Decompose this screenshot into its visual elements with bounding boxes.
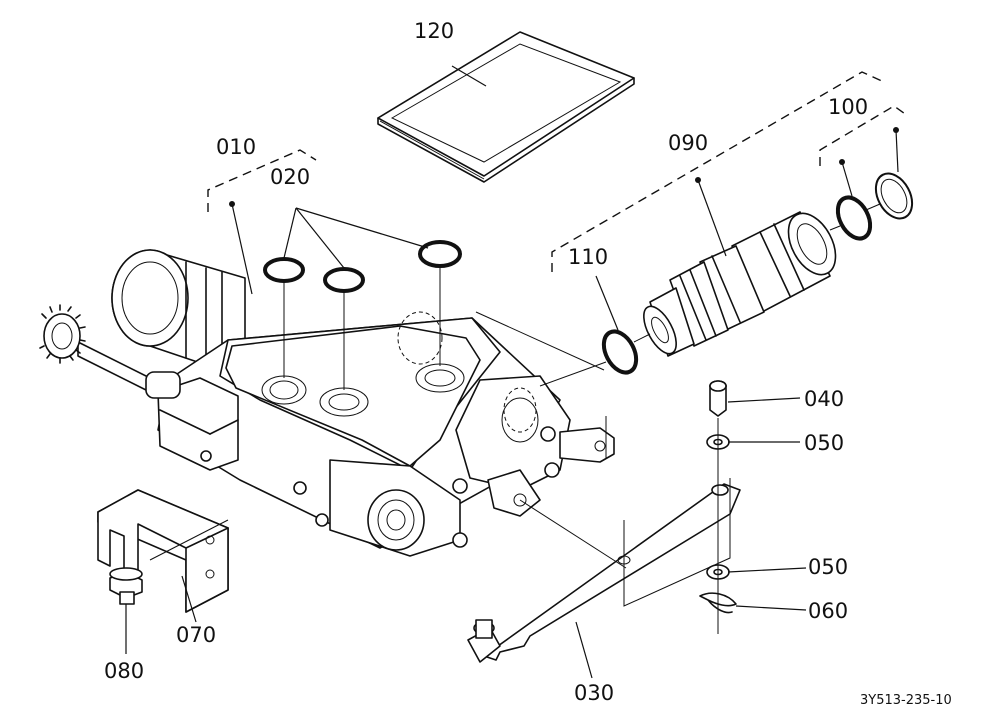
label-050-upper: 050 — [804, 431, 844, 455]
part-110-o-ring — [601, 329, 639, 375]
label-060: 060 — [808, 599, 848, 623]
figure-reference-code: 3Y513-235-10 — [860, 693, 952, 708]
part-060-clip — [699, 592, 737, 614]
part-010-valve-body — [39, 249, 615, 557]
part-030-lever — [467, 483, 741, 663]
label-010: 010 — [216, 135, 256, 159]
assembly-lines — [149, 203, 881, 634]
part-080-bolt — [109, 567, 143, 605]
label-040: 040 — [804, 387, 844, 411]
group-bracket-100 — [819, 105, 909, 166]
label-090: 090 — [668, 131, 708, 155]
part-100-rings — [835, 172, 914, 241]
part-090-relief-valve — [643, 211, 837, 357]
part-040-clevis-pin — [709, 380, 727, 417]
label-050-lower: 050 — [808, 555, 848, 579]
group-bracket-090 — [551, 71, 885, 272]
label-110: 110 — [568, 245, 608, 269]
part-120-manual — [377, 31, 635, 183]
label-070: 070 — [176, 623, 216, 647]
gear-shaft — [39, 304, 151, 393]
label-030: 030 — [574, 681, 614, 705]
part-020-o-rings — [263, 240, 462, 293]
leader-lines — [125, 65, 899, 679]
label-020: 020 — [270, 165, 310, 189]
label-100: 100 — [828, 95, 868, 119]
part-070-bracket — [97, 489, 229, 613]
label-120: 120 — [414, 19, 454, 43]
label-080: 080 — [104, 659, 144, 683]
